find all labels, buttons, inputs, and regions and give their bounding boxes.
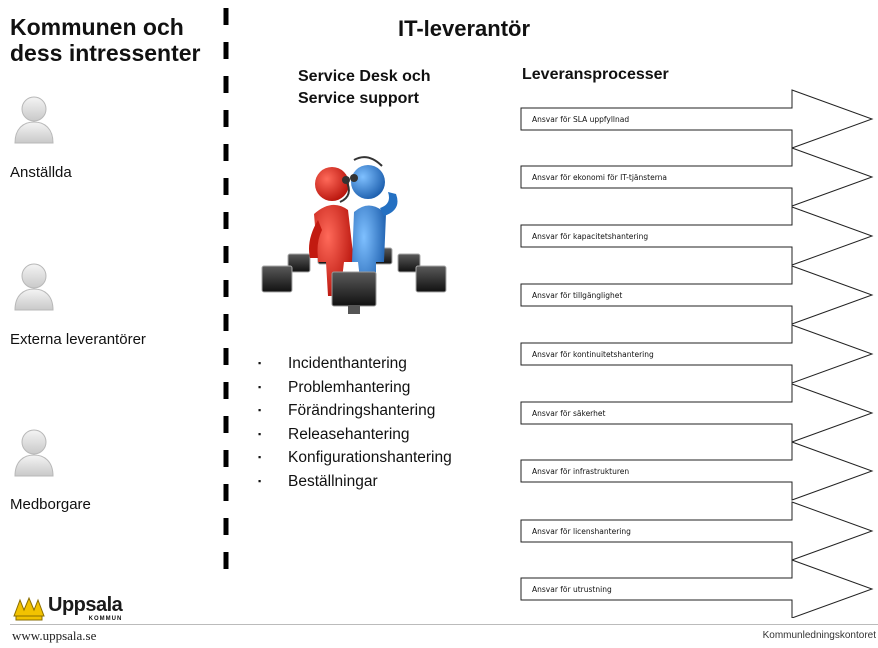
stakeholders-title-line1: Kommunen och <box>10 14 184 40</box>
uppsala-logo: Uppsala KOMMUN <box>12 594 123 622</box>
process-arrow-label: Ansvar för kapacitetshantering <box>532 232 648 241</box>
person-icon <box>14 96 54 144</box>
process-arrow: Ansvar för säkerhet <box>520 383 874 443</box>
process-arrow-label: Ansvar för tillgänglighet <box>532 291 622 300</box>
process-arrow-label: Ansvar för ekonomi för IT-tjänsterna <box>532 173 667 182</box>
process-arrow: Ansvar för kapacitetshantering <box>520 206 874 266</box>
red-figure <box>309 167 354 296</box>
service-desk-title: Service Desk och Service support <box>298 66 431 110</box>
footer-url: www.uppsala.se <box>12 628 97 643</box>
process-arrow: Ansvar för SLA uppfyllnad <box>520 89 874 149</box>
service-desk-title-line1: Service Desk och <box>298 68 431 85</box>
stakeholder-label-employees: Anställda <box>10 164 72 181</box>
process-arrow: Ansvar för infrastrukturen <box>520 441 874 501</box>
process-arrow-label: Ansvar för infrastrukturen <box>532 467 629 476</box>
process-arrow-label: Ansvar för utrustning <box>532 585 612 594</box>
logo-subtext: KOMMUN <box>88 616 123 622</box>
process-arrow-label: Ansvar för SLA uppfyllnad <box>532 115 629 124</box>
dashed-divider <box>223 8 229 586</box>
person-icon <box>14 263 54 311</box>
process-arrow: Ansvar för ekonomi för IT-tjänsterna <box>520 147 874 207</box>
delivery-processes-title: Leveransprocesser <box>522 66 669 83</box>
stakeholders-title-line2: dess intressenter <box>10 40 201 66</box>
front-monitor <box>331 271 377 307</box>
person-icon <box>14 429 54 477</box>
logo-text: Uppsala <box>48 594 123 616</box>
stakeholders-title: Kommunen och dess intressenter <box>10 14 200 66</box>
process-arrows: Ansvar för SLA uppfyllnad Ansvar för eko… <box>520 89 874 618</box>
service-desk-illustration <box>261 156 447 314</box>
stakeholder-label-citizens: Medborgare <box>10 496 91 513</box>
list-item: Förändringshantering <box>258 399 452 423</box>
it-supplier-title: IT-leverantör <box>398 16 531 41</box>
process-arrow: Ansvar för licenshantering <box>520 501 874 561</box>
process-arrow-label: Ansvar för kontinuitetshantering <box>532 350 654 359</box>
list-item: Incidenthantering <box>258 352 452 376</box>
stakeholder-label-suppliers: Externa leverantörer <box>10 331 146 348</box>
list-item: Problemhantering <box>258 376 452 400</box>
uppsala-logo-icon <box>13 596 45 621</box>
process-arrow-label: Ansvar för licenshantering <box>532 527 631 536</box>
list-item: Konfigurationshantering <box>258 446 452 470</box>
process-arrow: Ansvar för utrustning <box>520 559 874 618</box>
footer-organization: Kommunledningskontoret <box>762 630 876 641</box>
process-arrow-label: Ansvar för säkerhet <box>532 409 606 418</box>
list-item: Releasehantering <box>258 423 452 447</box>
process-arrow: Ansvar för tillgänglighet <box>520 265 874 325</box>
service-support-processes: Incidenthantering Problemhantering Förän… <box>258 352 452 493</box>
service-desk-title-line2: Service support <box>298 90 419 107</box>
list-item: Beställningar <box>258 470 452 494</box>
footer-divider <box>10 624 878 625</box>
process-arrow: Ansvar för kontinuitetshantering <box>520 324 874 384</box>
blue-figure <box>350 156 398 296</box>
